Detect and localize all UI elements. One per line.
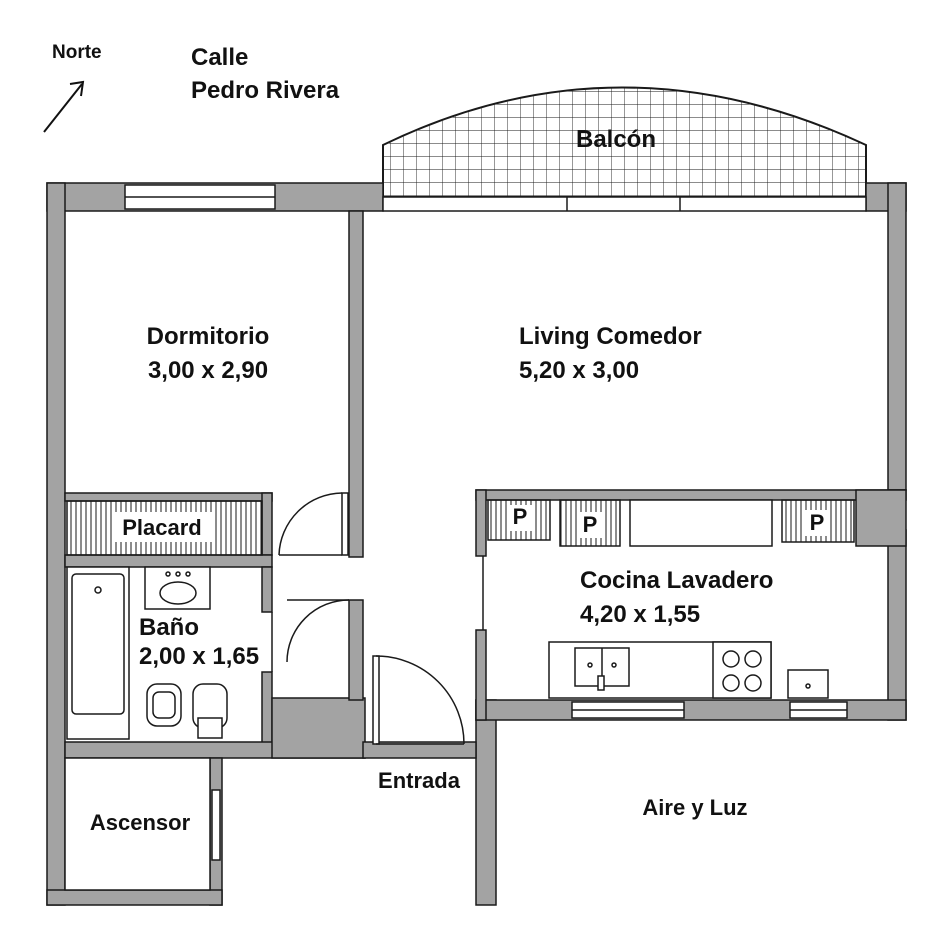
balcony-label: Balcón xyxy=(576,126,656,153)
closet-label: Placard xyxy=(122,515,202,540)
kitchen-size: 4,20 x 1,55 xyxy=(580,601,700,628)
bath-size: 2,00 x 1,65 xyxy=(139,643,259,670)
pantry-label-1: P xyxy=(513,504,528,529)
elevator-label: Ascensor xyxy=(90,810,191,835)
street-name-line1: Calle xyxy=(191,44,248,71)
living-size: 5,20 x 3,00 xyxy=(519,357,639,384)
kitchen-name: Cocina Lavadero xyxy=(580,567,773,594)
bath-name: Baño xyxy=(139,614,199,641)
stove-icon xyxy=(712,641,772,699)
bedroom-name: Dormitorio xyxy=(147,323,270,350)
doors xyxy=(271,492,484,745)
toilet-icon xyxy=(192,683,228,739)
water-heater-icon xyxy=(787,669,829,699)
air-light-label: Aire y Luz xyxy=(642,795,747,820)
entrance-label: Entrada xyxy=(378,768,461,793)
bathtub xyxy=(66,566,130,740)
north-arrow-icon xyxy=(43,80,85,133)
elevator xyxy=(64,757,211,891)
pantry-label-3: P xyxy=(810,510,825,535)
bedroom-size: 3,00 x 2,90 xyxy=(148,357,268,384)
kitchen-sink-icon xyxy=(574,647,630,691)
sink-icon xyxy=(144,566,211,610)
walls xyxy=(46,182,907,906)
bidet-icon xyxy=(146,683,182,727)
living-name: Living Comedor xyxy=(519,323,702,350)
windows xyxy=(124,184,867,861)
closet-placard xyxy=(66,500,263,556)
pantry-units xyxy=(487,499,855,547)
north-label: Norte xyxy=(52,42,102,63)
pantry-label-2: P xyxy=(583,512,598,537)
balcony xyxy=(382,86,867,198)
street-name-line2: Pedro Rivera xyxy=(191,77,340,104)
